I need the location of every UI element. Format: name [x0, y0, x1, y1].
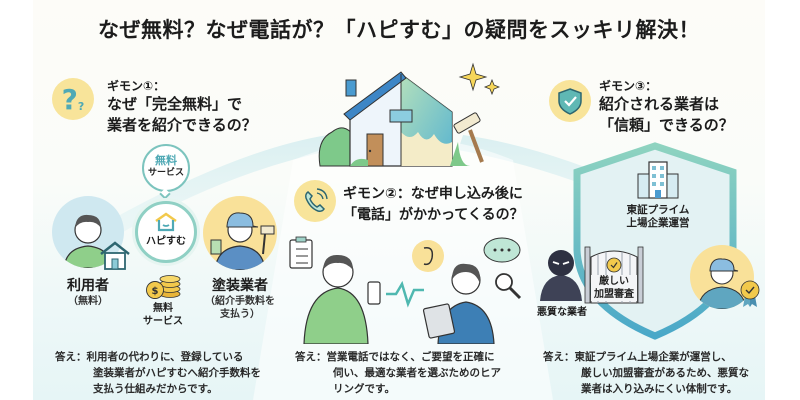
- answer2: 答え：営業電話ではなく、ご要望を正確に 伺い、最適な業者を選ぶためのヒア リング…: [295, 351, 501, 395]
- gate-caption: 厳しい 加盟審査: [591, 275, 637, 301]
- shield-check-icon: [549, 80, 591, 122]
- infographic-canvas: なぜ無料？なぜ電話が？「ハピすむ」の疑問をスッキリ解決！ ?? ギモン①： なぜ…: [33, 0, 765, 400]
- page-title: なぜ無料？なぜ電話が？「ハピすむ」の疑問をスッキリ解決！: [98, 18, 700, 42]
- painter-avatar: [203, 196, 277, 270]
- answer3: 答え：東証プライム上場企業が運営し、 厳しい加盟審査があるため、悪質な 業者は入…: [543, 351, 749, 395]
- question-mark-icon: ??: [52, 78, 94, 120]
- question1-label: ギモン①：: [107, 79, 166, 93]
- answer1: 答え：利用者の代わりに、登録している 塗装業者がハピすむへ紹介手数料を 支払う仕…: [55, 351, 261, 395]
- phone-icon: [294, 180, 336, 222]
- question3-line1: 紹介される業者は: [599, 95, 720, 113]
- question1-line1: なぜ「完全無料」で: [107, 95, 243, 113]
- building-caption: 東証プライム 上場企業運営: [626, 204, 690, 229]
- question1-line2: 業者を紹介できるの？: [107, 116, 257, 134]
- hapisumu-logo-icon: [155, 212, 177, 232]
- trusted-contractor-illustration: [697, 258, 747, 309]
- coins-icon: $: [146, 275, 181, 299]
- hapisumu-hub: ハピすむ: [135, 201, 197, 263]
- painter-illustration: [210, 212, 275, 270]
- question3-heading: ギモン③： 紹介される業者は 「信頼」できるの？: [599, 78, 734, 136]
- house-illustration: [318, 71, 484, 167]
- user-caption: 利用者 （無料）: [67, 278, 109, 307]
- answer1-prefix: 答え：: [55, 351, 87, 363]
- question2-line2: 「電話」がかかってくるの？: [343, 207, 524, 223]
- question3-label: ギモン③：: [599, 79, 658, 93]
- sparkle-icon: [458, 62, 500, 96]
- building-icon: [637, 161, 679, 199]
- free-service-bubble: 無料 サービス: [142, 144, 190, 192]
- certified-badge-icon: [740, 280, 760, 307]
- trusted-contractor-avatar: [690, 245, 754, 309]
- question1-heading: ギモン①： なぜ「完全無料」で 業者を紹介できるの？: [107, 78, 257, 136]
- answer3-prefix: 答え：: [543, 351, 575, 363]
- bad-actor-caption: 悪質な業者: [537, 307, 587, 318]
- question2-line1: ギモン②：なぜ申し込み後に: [343, 186, 523, 202]
- svg-text:$: $: [152, 286, 159, 297]
- painter-caption: 塗装業者 （紹介手数料を 支払う）: [205, 278, 275, 320]
- house-small-icon: [100, 241, 130, 270]
- coins-caption: 無料 サービス: [143, 303, 183, 327]
- answer2-prefix: 答え：: [295, 351, 327, 363]
- user-illustration: [63, 214, 113, 268]
- bad-actor-icon: [540, 250, 582, 301]
- question3-line2: 「信頼」できるの？: [599, 116, 734, 134]
- call-illustration: [289, 236, 522, 344]
- question2-heading: ギモン②：なぜ申し込み後に 「電話」がかかってくるの？: [343, 184, 524, 226]
